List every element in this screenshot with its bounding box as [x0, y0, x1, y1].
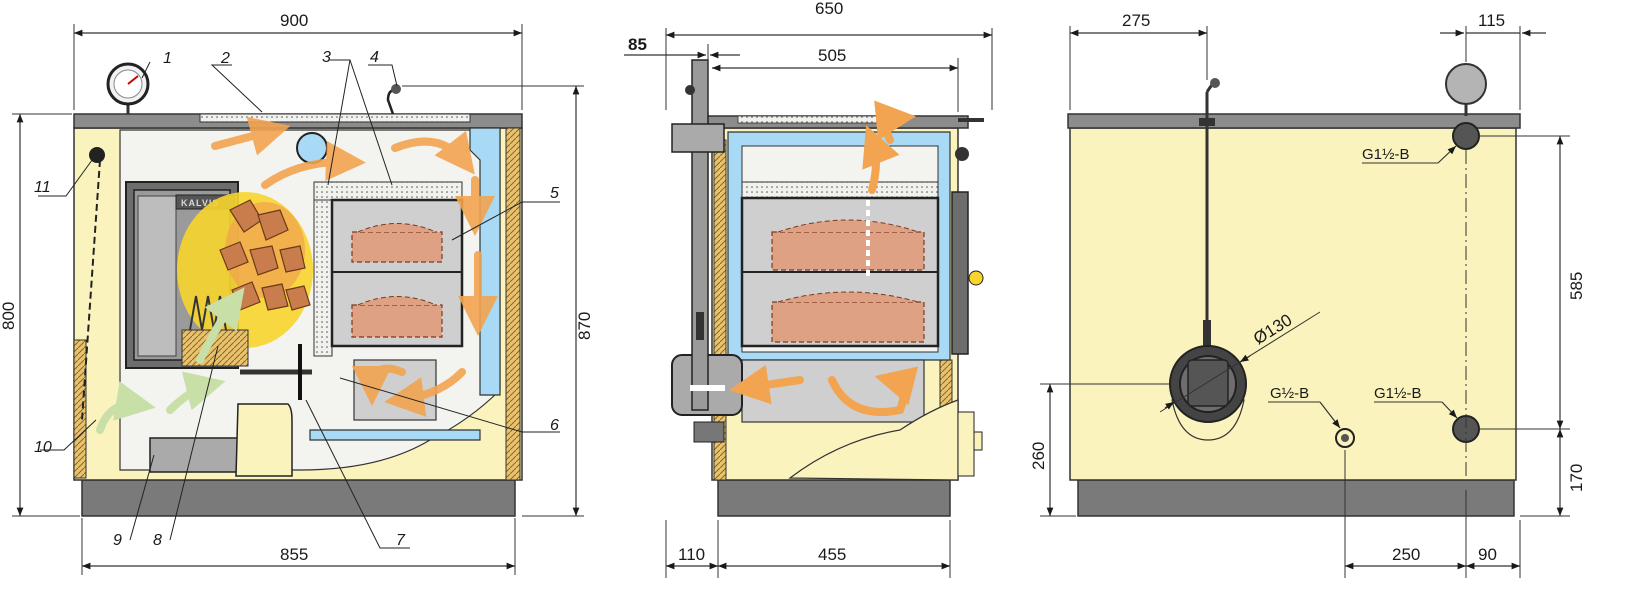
dim-depth-bottom-left: 110: [678, 545, 705, 564]
rear-body: [1069, 127, 1517, 481]
connection-top-right-icon: [1452, 122, 1480, 150]
draft-handle-icon: [386, 84, 401, 115]
flue-outlet-icon: [1169, 345, 1247, 441]
side-pan-lower: [771, 291, 925, 343]
side-flow: [729, 100, 919, 416]
rear-top-plate: [1067, 113, 1521, 129]
dim-connection-spacing: 585: [1567, 272, 1586, 300]
callout-5: 5: [550, 185, 559, 202]
callout-1: 1: [163, 50, 172, 67]
oven-insulation: [313, 181, 333, 357]
rear-base: [1077, 479, 1515, 517]
rear-view: Ø130 G1½-B G½-B G1½-B 275 115: [1029, 11, 1586, 578]
thread-top-right: G1½-B: [1362, 146, 1410, 163]
dim-width-bottom: 855: [280, 545, 308, 564]
side-oven-door: [951, 191, 969, 355]
callout-10: 10: [34, 439, 52, 456]
oven-door-knob-icon: [968, 270, 984, 286]
dim-right-offset: 90: [1478, 545, 1497, 564]
rear-gauge-icon: [1445, 63, 1487, 116]
thread-drain: G½-B: [1270, 385, 1309, 402]
dim-width-top: 900: [280, 11, 308, 30]
flue-gas-flow: [211, 116, 498, 417]
dim-depth-total: 650: [815, 0, 843, 18]
pressure-gauge-icon: [106, 62, 150, 114]
oven-top-insulation: [313, 181, 463, 201]
callout-4: 4: [370, 49, 379, 66]
dim-offset-top: 85: [628, 35, 647, 54]
primary-air-flow: [96, 287, 245, 434]
thread-bottom-right: G1½-B: [1374, 385, 1422, 402]
dim-drain-offset: 250: [1392, 545, 1420, 564]
dim-pipe-offset-left: 275: [1122, 11, 1150, 30]
dim-height-right: 870: [575, 312, 594, 340]
dim-pipe-offset-right: 115: [1478, 11, 1505, 30]
front-view: KALVIS: [0, 11, 594, 575]
side-cutaway-bottom: [788, 399, 959, 481]
callout-9: 9: [113, 532, 122, 549]
callout-leaders: [38, 59, 560, 549]
pan-lower: [351, 296, 443, 338]
front-side-insulation: [505, 127, 521, 481]
dim-depth-top: 505: [818, 46, 846, 65]
callout-3: 3: [322, 49, 331, 66]
callout-2: 2: [220, 50, 230, 67]
dim-line-diameter: [1239, 354, 1251, 363]
flue-port: [296, 132, 328, 164]
callout-8: 8: [153, 532, 162, 549]
front-hob-insulation: [199, 113, 471, 123]
callout-7: 7: [396, 532, 406, 549]
ash-pan: [149, 437, 247, 473]
brand-label: KALVIS: [181, 198, 219, 208]
pan-upper: [351, 223, 443, 263]
dim-bottom-connection-height: 170: [1567, 464, 1586, 492]
front-base: [81, 479, 516, 517]
left-door-insulation: [73, 339, 87, 479]
dim-flue-height: 260: [1029, 442, 1048, 470]
side-chimney-pipe: [691, 59, 709, 411]
side-base: [717, 479, 951, 517]
side-pan-upper: [771, 219, 925, 271]
dim-depth-bottom: 455: [818, 545, 846, 564]
ash-door: [235, 403, 293, 477]
callout-6: 6: [550, 417, 559, 434]
dim-height-left: 800: [0, 302, 18, 330]
side-view: 650 85 505 110 455: [624, 0, 993, 578]
front-water-jacket-bottom: [309, 429, 481, 441]
callout-11: 11: [34, 179, 51, 196]
